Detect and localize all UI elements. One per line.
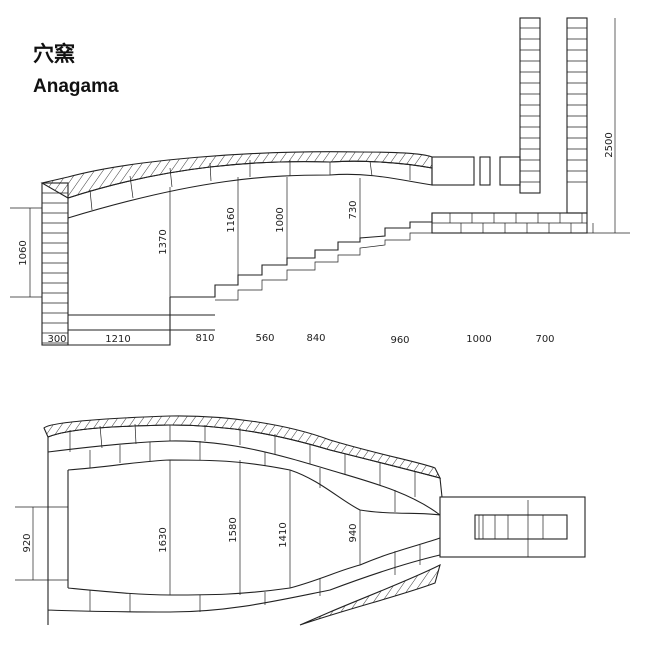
floor: [68, 297, 215, 346]
plan-flue-neck: [439, 496, 586, 558]
dim-length-300: 300: [47, 334, 66, 345]
brick-joint: [369, 160, 373, 177]
dim-width-1410: 1410: [278, 522, 289, 547]
section-view: 1060 1370 1160 1000 730 2500 300 1210 81…: [10, 17, 630, 346]
firebox-exit-bricks: [431, 156, 521, 186]
dim-height-2500: 2500: [604, 132, 615, 157]
floor-steps-lower: [215, 232, 432, 301]
brick-joint: [169, 167, 173, 188]
dim-length-810: 810: [195, 333, 214, 344]
dim-length-960: 960: [390, 335, 409, 346]
title-japanese: 穴窯: [33, 42, 75, 66]
roof-hatched-layer: [40, 151, 433, 199]
brick-joint: [134, 423, 137, 445]
roof-bricks: [89, 160, 411, 211]
chimney-bricks: [520, 27, 587, 183]
brick-joint: [129, 175, 134, 199]
dim-length-1000: 1000: [466, 334, 491, 345]
dim-length-840: 840: [306, 333, 325, 344]
dim-length-560: 560: [255, 333, 274, 344]
plan-bricks: [69, 423, 421, 612]
dim-width-1630: 1630: [158, 527, 169, 552]
plan-top-brick-layers: [47, 424, 443, 516]
brick-joint: [99, 425, 103, 449]
chimney-left-wall: [519, 17, 541, 194]
chimney-right-wall: [566, 17, 588, 214]
brick-joint: [209, 162, 212, 182]
dim-height-1160: 1160: [226, 207, 237, 232]
plan-chimney-base: [474, 514, 568, 540]
dim-height-1370: 1370: [158, 229, 169, 254]
front-wall: [41, 182, 69, 346]
title-english: Anagama: [33, 76, 119, 97]
plan-bottom-brick-layers: [47, 437, 441, 625]
dim-height-730: 730: [348, 200, 359, 219]
dim-width-940: 940: [348, 523, 359, 542]
dim-height-1060: 1060: [18, 240, 29, 265]
plan-outer-hatched-bottom: [299, 563, 441, 626]
dim-length-1210: 1210: [105, 334, 130, 345]
plan-view: 920 1630 1580 1410 940: [15, 415, 586, 626]
front-wall-bricks: [42, 192, 68, 344]
dim-width-1580: 1580: [228, 517, 239, 542]
dim-length-700: 700: [535, 334, 554, 345]
dim-width-920: 920: [22, 533, 33, 552]
floor-steps: [170, 213, 433, 298]
dim-height-1000: 1000: [275, 207, 286, 232]
brick-joint: [89, 189, 93, 211]
flue-bricks: [449, 213, 594, 233]
